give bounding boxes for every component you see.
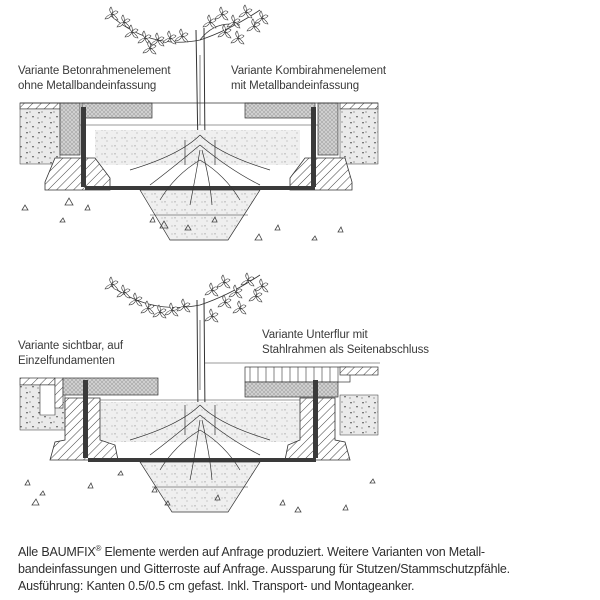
roots-top <box>129 134 271 206</box>
label-line: Variante Kombirahmenelement <box>231 65 386 77</box>
caption-brand: Alle BAUMFIX <box>18 545 96 560</box>
label-line: Stahlrahmen als Seitenabschluss <box>262 344 429 356</box>
label-line: Variante Unterflur mit <box>262 329 368 341</box>
caption-line-1: Alle BAUMFIX® Elemente werden auf Anfrag… <box>18 540 593 561</box>
label-kombirahmenelement: Variante Kombirahmenelement mit Metallba… <box>231 64 386 94</box>
label-line: Variante sichtbar, auf <box>18 340 123 352</box>
label-line: mit Metallbandeinfassung <box>231 80 360 92</box>
label-unterflur-stahlrahmen: Variante Unterflur mit Stahlrahmen als S… <box>262 328 429 358</box>
caption-text: Alle BAUMFIX® Elemente werden auf Anfrag… <box>18 540 593 595</box>
top-panel-drawing <box>19 4 379 241</box>
label-sichtbar-einzelfundamenten: Variante sichtbar, auf Einzelfundamenten <box>18 339 123 369</box>
caption-line-2: bandeinfassungen und Gitterroste auf Anf… <box>18 562 510 577</box>
label-line: Variante Betonrahmenelement <box>18 65 171 77</box>
label-line: ohne Metallbandeinfassung <box>18 80 157 92</box>
tree-pit-cross-section-drawing <box>19 4 380 513</box>
label-betonrahmenelement: Variante Betonrahmenelement ohne Metallb… <box>18 64 171 94</box>
tree-crown-top <box>104 4 269 55</box>
caption-line-3: Ausführung: Kanten 0.5/0.5 cm gefast. In… <box>18 579 415 594</box>
roots-bottom <box>129 404 271 481</box>
caption-line-1-rest: Elemente werden auf Anfrage produziert. … <box>101 545 485 560</box>
tree-crown-bottom <box>104 272 269 323</box>
registered-mark: ® <box>95 544 102 553</box>
label-line: Einzelfundamenten <box>18 355 115 367</box>
bottom-panel-drawing <box>19 272 380 513</box>
